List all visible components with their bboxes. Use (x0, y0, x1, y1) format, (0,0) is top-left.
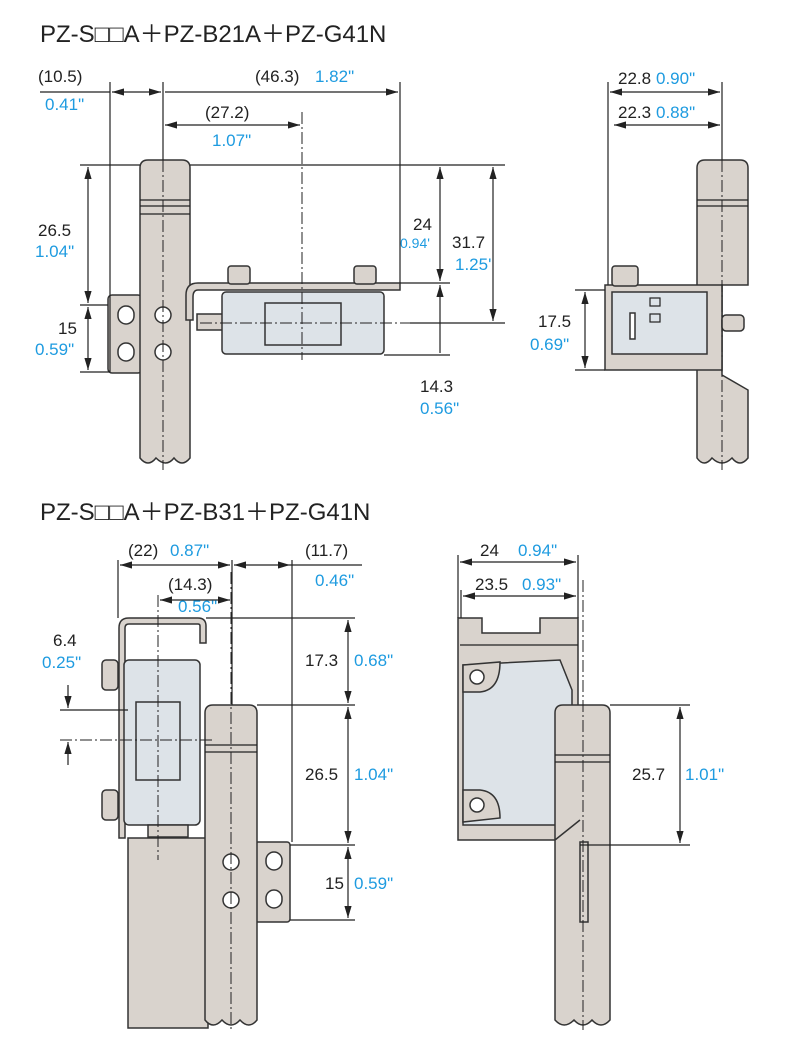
dim-25-7: 25.7 (632, 765, 665, 784)
diagram1-front-view (107, 112, 410, 470)
dim-24-in: 0.94' (400, 235, 430, 251)
dim-26-5: 26.5 (305, 765, 338, 784)
dim-22-8: 22.8 (618, 69, 651, 88)
dim-22: (22) (128, 541, 158, 560)
dim-14-3: 14.3 (420, 377, 453, 396)
dim-26-5-in: 1.04" (35, 242, 74, 261)
dim-31-7: 31.7 (452, 233, 485, 252)
dim-22-in: 0.87" (170, 541, 209, 560)
dim-24: 24 (480, 541, 499, 560)
dim-6-4-in: 0.25" (42, 653, 81, 672)
diagram1-front-dimensions: (10.5) 0.41" (46.3) 1.82" (27.2) 1.07" 2… (35, 67, 505, 418)
diagram2-side-view (457, 580, 611, 1030)
dim-15-in: 0.59" (354, 874, 393, 893)
diagram1-side-dimensions: 22.8 0.90" 22.3 0.88" 17.5 0.69" (530, 69, 723, 371)
dim-11-7: (11.7) (305, 541, 348, 560)
diagram1-title: PZ-S□□A＋PZ-B21A＋PZ-G41N (40, 21, 386, 48)
diagram1-side-view (604, 159, 749, 470)
dim-46-3-in: 1.82" (315, 67, 354, 86)
dim-27-2-in: 1.07" (212, 131, 251, 150)
dim-14-3-in: 0.56" (178, 597, 217, 616)
dim-15: 15 (58, 319, 77, 338)
dim-17-5: 17.5 (538, 312, 571, 331)
dim-24: 24 (413, 215, 432, 234)
dim-31-7-in: 1.25' (455, 255, 491, 274)
dim-26-5: 26.5 (38, 221, 71, 240)
dim-25-7-in: 1.01" (685, 765, 724, 784)
dim-14-3-in: 0.56" (420, 399, 459, 418)
dim-46-3: (46.3) (255, 67, 299, 86)
dim-24-in: 0.94" (518, 541, 557, 560)
diagram2-title: PZ-S□□A＋PZ-B31＋PZ-G41N (40, 499, 370, 526)
dim-22-8-in: 0.90" (656, 69, 695, 88)
dim-14-3: (14.3) (168, 575, 212, 594)
dim-10-5: (10.5) (38, 67, 82, 86)
dim-15: 15 (325, 874, 344, 893)
dim-22-3-in: 0.88" (656, 103, 695, 122)
diagram2-front-view (60, 572, 291, 1030)
diagram2-front-dimensions: (22) 0.87" (11.7) 0.46" (14.3) 0.56" 6.4… (42, 541, 393, 921)
diagram2-side-dimensions: 24 0.94" 23.5 0.93" 25.7 1.01" (457, 541, 724, 846)
dim-23-5: 23.5 (475, 575, 508, 594)
dim-23-5-in: 0.93" (522, 575, 561, 594)
dim-22-3: 22.3 (618, 103, 651, 122)
dim-11-7-in: 0.46" (315, 571, 354, 590)
dim-17-3: 17.3 (305, 651, 338, 670)
dim-6-4: 6.4 (53, 631, 77, 650)
dim-17-3-in: 0.68" (354, 651, 393, 670)
dim-27-2: (27.2) (205, 103, 249, 122)
dim-15-in: 0.59" (35, 340, 74, 359)
dim-10-5-in: 0.41" (45, 95, 84, 114)
dim-17-5-in: 0.69" (530, 335, 569, 354)
dim-26-5-in: 1.04" (354, 765, 393, 784)
